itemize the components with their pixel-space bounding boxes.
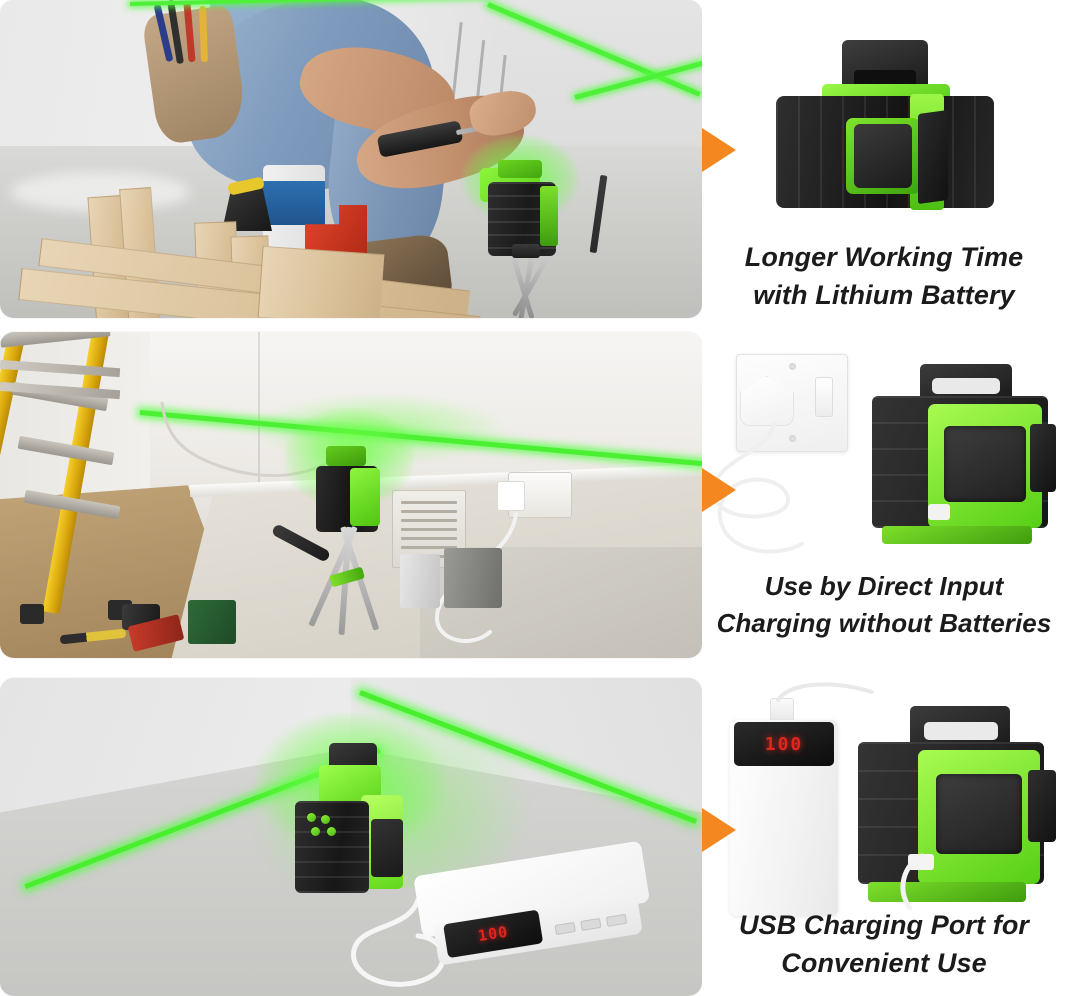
panel-2-caption: Use by Direct Input Charging without Bat…: [702, 568, 1066, 642]
usb-cable: [900, 853, 925, 911]
device-green-housing: [350, 468, 380, 526]
feature-panel-3: 100 100: [0, 678, 1066, 996]
product-power-bank: 100: [730, 698, 838, 916]
panel-3-photo: 100: [0, 678, 702, 996]
caption-line: Convenient Use: [781, 948, 987, 979]
power-plug: [497, 481, 525, 511]
green-tool-box: [188, 600, 236, 644]
panel-1-photo: [0, 0, 702, 318]
caption-line: Charging without Batteries: [716, 607, 1052, 638]
light-switch: [815, 377, 833, 417]
product-laser-level-direct-input: [862, 364, 1058, 550]
feature-panel-1: Longer Working Time with Lithium Battery: [0, 0, 1066, 318]
caption-line: Longer Working Time: [744, 242, 1024, 272]
device-top-cap: [498, 160, 542, 178]
right-triangle-arrow-icon: [702, 808, 736, 852]
laser-window: [936, 774, 1022, 854]
dirty-bucket: [444, 548, 502, 608]
ladder-rail: [0, 335, 25, 618]
mounting-clip: [1030, 424, 1056, 492]
device-top-cap: [326, 446, 366, 466]
feature-panel-2: Use by Direct Input Charging without Bat…: [0, 332, 1066, 658]
device-base: [882, 526, 1032, 544]
lithium-battery: [854, 124, 912, 188]
paint-can: [400, 554, 440, 608]
tripod: [470, 244, 580, 318]
panel-1-caption: Longer Working Time with Lithium Battery: [702, 238, 1066, 315]
laser-level-device: [460, 134, 580, 260]
handle-window: [924, 722, 998, 740]
battery-door: [918, 109, 948, 205]
laser-window: [944, 426, 1026, 502]
handle-window: [932, 378, 1000, 394]
right-triangle-arrow-icon: [702, 468, 736, 512]
mounting-clip: [1028, 770, 1056, 842]
lumber-block: [257, 245, 385, 318]
laser-window: [371, 819, 403, 877]
control-buttons: [307, 813, 347, 837]
panel-2-product-side: Use by Direct Input Charging without Bat…: [702, 332, 1066, 658]
product-laser-level-usb: [850, 706, 1058, 912]
right-triangle-arrow-icon: [702, 128, 736, 172]
wall-socket: [497, 472, 572, 518]
charging-port-plug: [928, 504, 950, 520]
product-laser-level-with-battery: [760, 40, 1010, 220]
laser-level-device: [284, 408, 414, 538]
panel-1-product-side: Longer Working Time with Lithium Battery: [702, 0, 1066, 318]
usb-cable: [776, 682, 874, 702]
caption-line: with Lithium Battery: [753, 280, 1015, 311]
device-base: [868, 882, 1026, 902]
laser-level-device: [255, 713, 445, 893]
power-bank-display: 100: [734, 722, 834, 766]
ladder-foot: [20, 604, 44, 624]
panel-2-photo: [0, 332, 702, 658]
panel-3-product-side: 100 USB Charging Por: [702, 678, 1066, 996]
battery-percent-value: 100: [476, 922, 510, 946]
device-side-panel: [540, 186, 558, 246]
caption-line: Use by Direct Input: [764, 571, 1004, 601]
battery-percent-value: 100: [764, 733, 804, 755]
ladder-step: [17, 435, 115, 466]
